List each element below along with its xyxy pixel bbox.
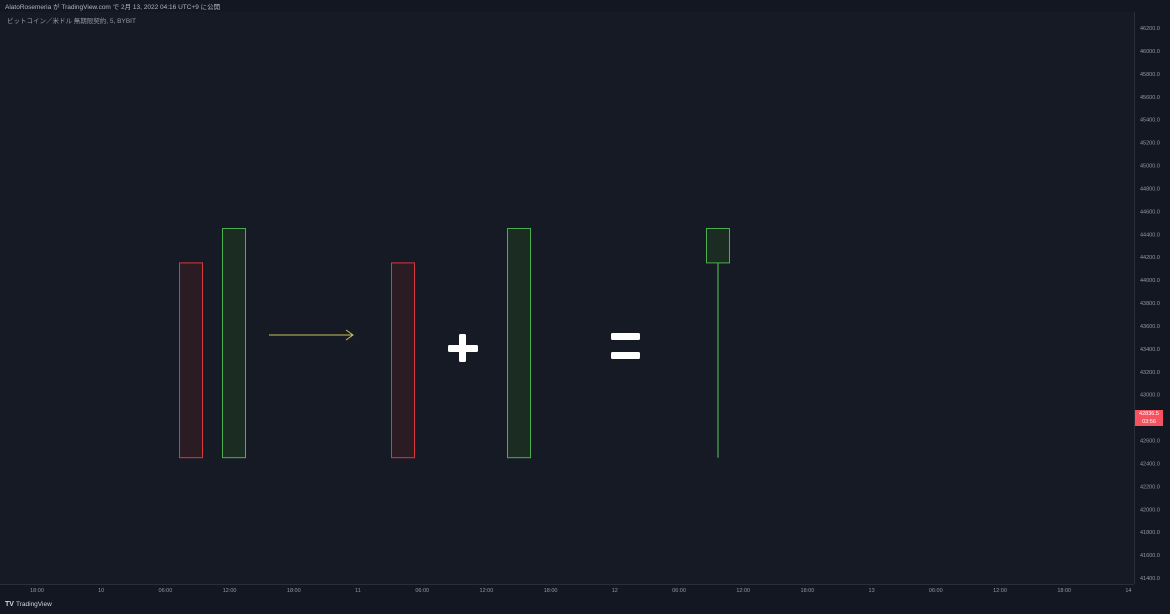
- attribution-bar: AlatoRosemeria が TradingView.com で 2月 13…: [0, 0, 1170, 12]
- price-tick-label: 43800.0: [1140, 301, 1160, 307]
- time-tick-label: 12:00: [993, 588, 1007, 594]
- attribution-text: AlatoRosemeria が TradingView.com で 2月 13…: [5, 4, 221, 11]
- price-tick-label: 43600.0: [1140, 324, 1160, 330]
- candle-body: [179, 262, 203, 459]
- price-tick-label: 42400.0: [1140, 461, 1160, 467]
- candle-body: [222, 228, 246, 459]
- footer-brand: TradingView: [16, 601, 52, 608]
- price-tick-label: 44600.0: [1140, 209, 1160, 215]
- last-price-tag: 42836.5 03:56: [1135, 410, 1163, 426]
- price-tick-label: 45800.0: [1140, 72, 1160, 78]
- price-tick-label: 43000.0: [1140, 393, 1160, 399]
- price-tick-label: 44200.0: [1140, 255, 1160, 261]
- time-tick-label: 12:00: [223, 588, 237, 594]
- time-tick-label: 06:00: [672, 588, 686, 594]
- price-tick-label: 45400.0: [1140, 118, 1160, 124]
- price-tick-label: 44800.0: [1140, 186, 1160, 192]
- footer: TV TradingView: [0, 598, 1170, 614]
- price-tick-label: 42600.0: [1140, 439, 1160, 445]
- time-tick-label: 18:00: [1057, 588, 1071, 594]
- time-tick-label: 18:00: [30, 588, 44, 594]
- time-tick-label: 06:00: [415, 588, 429, 594]
- time-tick-label: 18:00: [801, 588, 815, 594]
- time-tick-label: 10: [98, 588, 104, 594]
- price-tick-label: 42200.0: [1140, 484, 1160, 490]
- price-axis[interactable]: [1134, 12, 1170, 584]
- price-tick-label: 46200.0: [1140, 26, 1160, 32]
- price-tick-label: 46000.0: [1140, 49, 1160, 55]
- price-tick-label: 43200.0: [1140, 370, 1160, 376]
- symbol-title: ビットコイン／米ドル 無期限契約, 5, BYBIT: [7, 18, 136, 25]
- time-tick-label: 06:00: [159, 588, 173, 594]
- price-tick-label: 44000.0: [1140, 278, 1160, 284]
- candle-body: [391, 262, 415, 459]
- price-tick-label: 41600.0: [1140, 553, 1160, 559]
- candle-body: [507, 228, 531, 459]
- equals-sign-bottom: [611, 352, 640, 359]
- time-tick-label: 12: [612, 588, 618, 594]
- arrow-head-icon: [345, 329, 354, 341]
- price-tick-label: 42000.0: [1140, 507, 1160, 513]
- candle-body: [706, 228, 730, 264]
- time-tick-label: 18:00: [544, 588, 558, 594]
- time-tick-label: 18:00: [287, 588, 301, 594]
- time-tick-label: 13: [869, 588, 875, 594]
- price-tick-label: 45600.0: [1140, 95, 1160, 101]
- price-tick-label: 43400.0: [1140, 347, 1160, 353]
- time-tick-label: 12:00: [736, 588, 750, 594]
- price-tick-label: 41400.0: [1140, 576, 1160, 582]
- price-tick-label: 45200.0: [1140, 141, 1160, 147]
- last-price-value: 42836.5: [1139, 411, 1159, 417]
- last-price-countdown: 03:56: [1142, 419, 1156, 425]
- time-axis[interactable]: [0, 584, 1134, 599]
- time-tick-label: 12:00: [480, 588, 494, 594]
- time-tick-label: 11: [355, 588, 361, 594]
- time-tick-label: 14: [1125, 588, 1131, 594]
- tradingview-logo-icon: TV: [5, 601, 14, 608]
- equals-sign-top: [611, 333, 640, 340]
- price-tick-label: 45000.0: [1140, 164, 1160, 170]
- time-tick-label: 06:00: [929, 588, 943, 594]
- price-tick-label: 41800.0: [1140, 530, 1160, 536]
- price-tick-label: 44400.0: [1140, 232, 1160, 238]
- plus-sign-horizontal: [448, 345, 478, 352]
